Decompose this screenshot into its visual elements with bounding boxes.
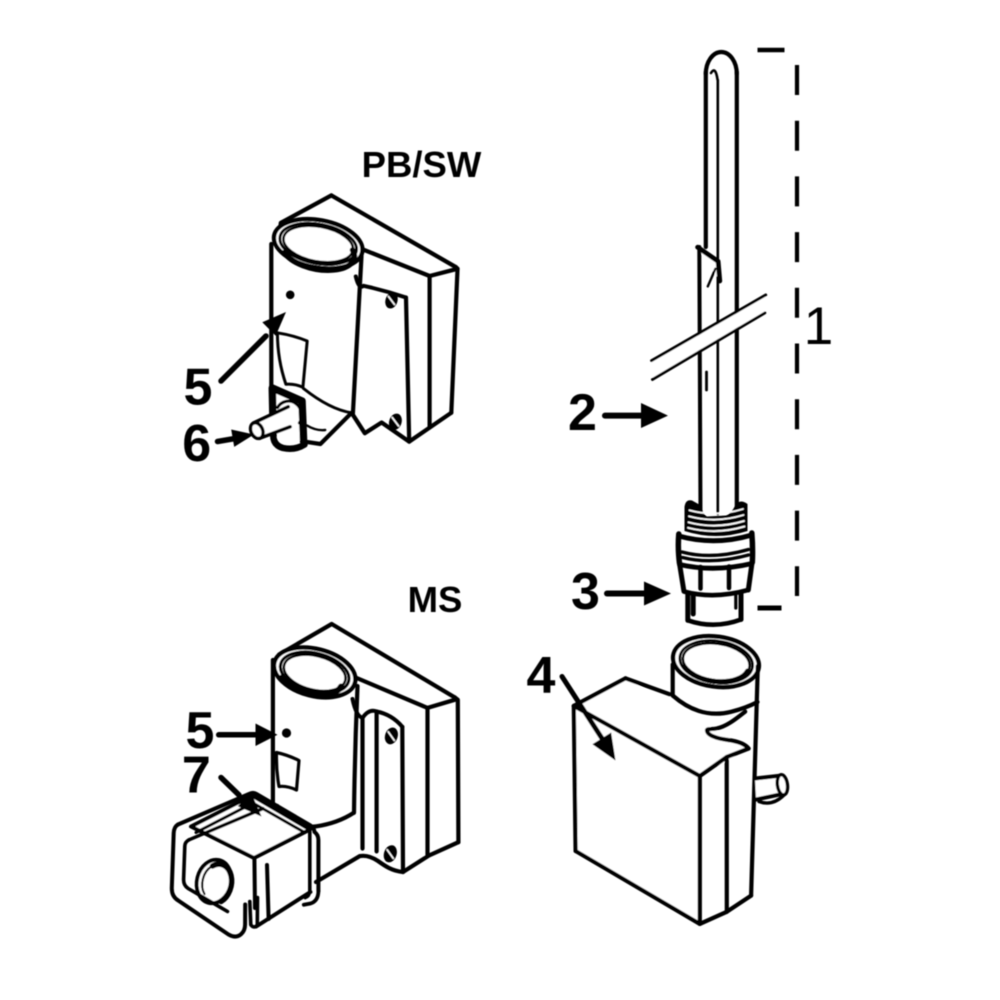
svg-text:MS: MS: [408, 579, 463, 620]
svg-text:5: 5: [186, 702, 215, 760]
svg-text:6: 6: [182, 415, 211, 473]
svg-text:2: 2: [568, 384, 597, 442]
svg-text:5: 5: [184, 359, 213, 417]
svg-text:1: 1: [804, 297, 833, 356]
svg-text:4: 4: [527, 647, 556, 705]
svg-text:3: 3: [571, 563, 600, 621]
svg-text:7: 7: [182, 746, 211, 804]
svg-text:PB/SW: PB/SW: [362, 144, 482, 185]
